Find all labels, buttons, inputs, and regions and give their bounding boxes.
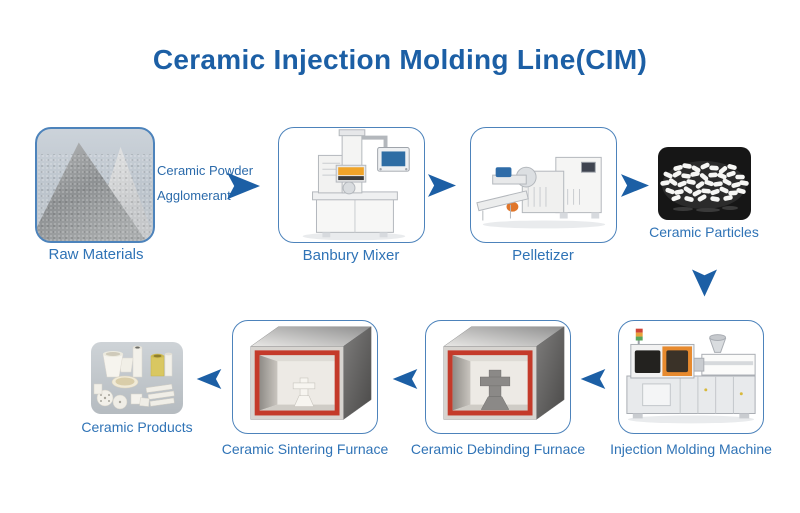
ceramic-debinding-furnace-image — [425, 320, 571, 434]
flow-arrow-right-icon — [227, 172, 260, 200]
ceramic-particles-label: Ceramic Particles — [649, 224, 759, 240]
flow-arrow-down-icon — [692, 269, 717, 297]
ceramic-particles-illustration — [660, 161, 749, 212]
pelletizer-label: Pelletizer — [512, 247, 574, 264]
ceramic-debinding-furnace-label: Ceramic Debinding Furnace — [410, 441, 586, 457]
ceramic-sintering-furnace-label: Ceramic Sintering Furnace — [221, 441, 389, 457]
sintering-furnace-illustration — [249, 326, 372, 420]
debinding-furnace-illustration — [442, 326, 565, 420]
ceramic-products-illustration — [91, 342, 183, 414]
powder-texture — [37, 153, 153, 241]
flow-arrow-left-icon — [580, 369, 606, 389]
ceramic-particles-image — [658, 147, 751, 220]
page-title: Ceramic Injection Molding Line(CIM) — [152, 44, 648, 75]
ceramic-products-image — [91, 342, 183, 414]
ceramic-products-label: Ceramic Products — [81, 419, 193, 435]
banbury-mixer-label: Banbury Mixer — [302, 247, 400, 264]
injection-molding-machine-illustration — [626, 328, 756, 424]
raw-materials-label: Raw Materials — [48, 246, 144, 263]
debinding-part — [480, 369, 511, 410]
annotation-line-2: Agglomerant — [157, 188, 231, 203]
injection-molding-machine-image — [618, 320, 764, 434]
flow-arrow-right-icon — [621, 174, 649, 197]
flow-arrow-left-icon — [392, 369, 418, 389]
ceramic-sintering-furnace-image — [232, 320, 378, 434]
pelletizer-illustration — [476, 156, 606, 229]
pelletizer-image — [470, 127, 617, 243]
flow-arrow-left-icon — [196, 369, 222, 389]
flow-arrow-right-icon — [428, 174, 456, 197]
sintering-part — [292, 377, 316, 407]
raw-materials-image — [35, 127, 155, 243]
banbury-mixer-illustration — [302, 129, 410, 241]
banbury-mixer-image — [278, 127, 425, 243]
injection-molding-machine-label: Injection Molding Machine — [610, 441, 772, 457]
